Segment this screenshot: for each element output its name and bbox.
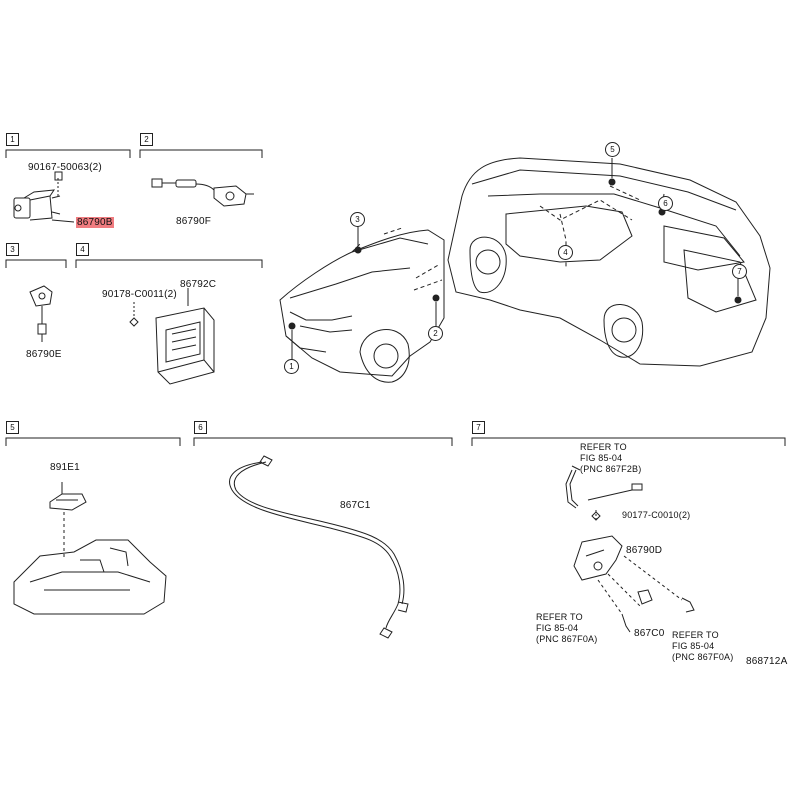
rear-camera-86790d-drawing (565, 465, 695, 633)
vehicle-callout-7: 7 (732, 264, 747, 279)
part-number-label: 867C1 (340, 500, 371, 511)
reference-note-left-line: (PNC 867F0A) (536, 634, 598, 644)
reference-note-left-line: REFER TO (536, 612, 583, 622)
reference-note-left-line: FIG 85-04 (536, 623, 579, 633)
sensor-86790e-drawing (29, 285, 53, 342)
rear-vehicle-drawing (447, 157, 771, 367)
reference-note-top-line: FIG 85-04 (580, 453, 623, 463)
part-number-label: 90167-50063(2) (28, 162, 102, 173)
console-891e1-drawing (13, 482, 167, 615)
part-number-label: 86792C (180, 279, 217, 290)
part-number-label: 867C0 (634, 628, 665, 639)
section-3-marker: 3 (6, 243, 19, 256)
reference-note-top-line: (PNC 867F2B) (580, 464, 642, 474)
vehicle-callout-5: 5 (605, 142, 620, 157)
vehicle-callout-3: 3 (350, 212, 365, 227)
section-2-marker: 2 (140, 133, 153, 146)
section-4-marker: 4 (76, 243, 89, 256)
reference-note-top-line: REFER TO (580, 442, 627, 452)
reference-note-right-line: (PNC 867F0A) (672, 652, 734, 662)
section-6-marker: 6 (194, 421, 207, 434)
section-7-marker: 7 (472, 421, 485, 434)
harness-86790f-drawing (151, 178, 254, 207)
vehicle-callout-4: 4 (558, 245, 573, 260)
ecu-86792c-drawing (129, 288, 215, 385)
part-number-label: 86790D (626, 545, 663, 556)
part-number-label: 86790F (176, 216, 212, 227)
front-vehicle-drawing (279, 226, 445, 383)
reference-note-right-line: FIG 85-04 (672, 641, 715, 651)
cable-867c1-drawing (229, 455, 409, 639)
reference-note-right-line: REFER TO (672, 630, 719, 640)
section-1-marker: 1 (6, 133, 19, 146)
section-brackets (5, 149, 786, 446)
vehicle-callout-2: 2 (428, 326, 443, 341)
camera-86790b-drawing (13, 171, 75, 223)
part-number-label: 86790E (26, 349, 62, 360)
part-number-label: 891E1 (50, 462, 80, 473)
part-number-label: 90177-C0010(2) (622, 510, 691, 520)
highlighted-part-number: 86790B (76, 217, 114, 228)
vehicle-callout-6: 6 (658, 196, 673, 211)
vehicle-callout-1: 1 (284, 359, 299, 374)
part-number-label: 90178-C0011(2) (102, 289, 177, 300)
section-5-marker: 5 (6, 421, 19, 434)
diagram-code: 868712A (746, 656, 788, 667)
